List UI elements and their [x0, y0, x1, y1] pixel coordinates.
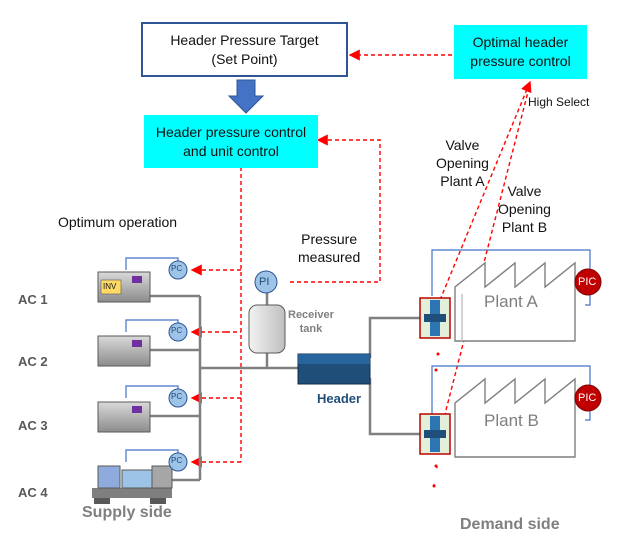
pic-controller-icon: [574, 268, 602, 296]
plant-b: [454, 377, 576, 458]
receiver-tank-label: Receiver tank: [288, 309, 334, 335]
ac-label: AC 3: [18, 418, 48, 433]
valve-b-label: Valve Opening Plant B: [498, 183, 551, 235]
compressor-ac2: [97, 335, 151, 367]
pic-label: PIC: [578, 276, 597, 288]
supply-side-label: Supply side: [82, 504, 172, 521]
valve-plant-a: [419, 297, 451, 339]
down-arrow-icon: [227, 79, 265, 114]
header-control-label: Header pressure control and unit control: [155, 123, 307, 159]
plant-a-label: Plant A: [484, 292, 538, 311]
control-signal-lines: [190, 49, 532, 487]
header-label: Header: [317, 391, 362, 406]
pi-label: PI: [259, 276, 270, 288]
supply-piping: [150, 291, 420, 482]
pi-indicator-icon: [254, 270, 278, 294]
ac-label: AC 1: [18, 292, 48, 307]
set-point-label: Header Pressure Target (Set Point): [170, 31, 319, 67]
optimal-control-label: Optimal header pressure control: [470, 34, 571, 69]
pc-icon: [168, 388, 188, 408]
high-select-label: High Select: [528, 95, 590, 109]
valve-a-label: Valve Opening Plant A: [436, 137, 489, 189]
plant-a: [454, 261, 576, 342]
pic-controller-icon: [574, 384, 602, 412]
optimum-operation-label: Optimum operation: [58, 214, 178, 230]
pc-icon: [168, 452, 188, 472]
inv-label: INV: [103, 282, 117, 291]
pc-label: PC: [171, 326, 183, 335]
pc-label: PC: [171, 392, 183, 401]
pc-icon: [168, 322, 188, 342]
compressor-ac1: [97, 271, 151, 303]
demand-side-label: Demand side: [460, 516, 560, 533]
compressor-ac4: [92, 465, 173, 504]
pressure-measured-label: Pressure measured: [298, 231, 361, 265]
pic-label: PIC: [578, 392, 597, 404]
ac-label: AC 4: [18, 485, 48, 500]
pc-icon: [168, 260, 188, 280]
optimal-control-box: [454, 25, 587, 79]
pc-label: PC: [171, 456, 183, 465]
set-point-box: [141, 22, 348, 77]
compressor-ac3: [97, 401, 151, 433]
pc-label: PC: [171, 264, 183, 273]
ac-label: AC 2: [18, 354, 48, 369]
header-control-box: [144, 115, 318, 168]
receiver-tank: [248, 304, 286, 354]
valve-plant-b: [419, 413, 451, 455]
plant-b-label: Plant B: [484, 411, 539, 430]
pc-controllers: [168, 260, 188, 472]
signal-dots: [432, 352, 440, 488]
